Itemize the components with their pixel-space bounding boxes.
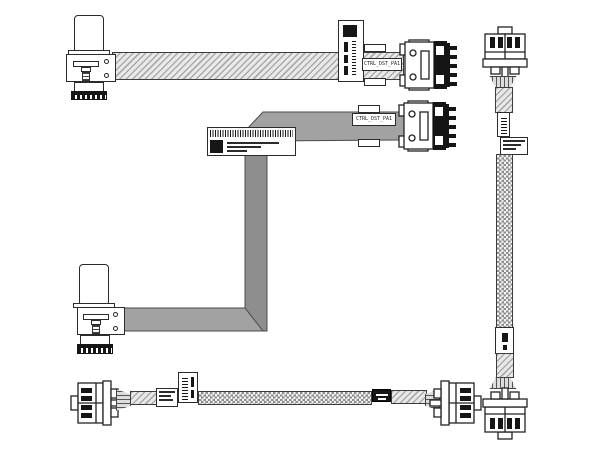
slimsas-connector-middle	[398, 100, 457, 152]
pull-handle	[79, 264, 109, 306]
screw-hole	[104, 73, 109, 78]
connector-teeth	[77, 347, 113, 354]
power-connector-right	[428, 380, 482, 426]
cable-braided-sleeve	[198, 391, 372, 405]
cable-braided-sleeve	[496, 154, 513, 328]
thumbscrew-head	[73, 61, 99, 67]
tape-wrap	[358, 139, 380, 147]
flag-label	[500, 137, 528, 155]
cable-top-port-label: CTRL_DST_PA1	[362, 58, 402, 71]
cable-sleeve-hatched	[496, 353, 514, 378]
qr-code-icon	[210, 140, 223, 153]
power-connector-bottom	[482, 386, 528, 440]
flag-label-vertical	[178, 372, 198, 403]
cable-sleeve-hatched	[495, 87, 513, 113]
tape-wrap	[364, 78, 386, 86]
thumbscrew-thread	[82, 72, 90, 81]
thumbscrew-head	[83, 314, 109, 320]
bracket-plate	[77, 307, 125, 335]
barcode-icon	[182, 376, 188, 400]
wrap-label	[156, 388, 178, 407]
cable-sleeve-hatched	[130, 391, 157, 405]
screw-hole	[113, 326, 118, 331]
screw-hole	[104, 59, 109, 64]
power-connector-top	[482, 26, 528, 79]
tape-wrap	[364, 44, 386, 52]
wrap-barcode-label	[497, 112, 510, 137]
pull-handle	[74, 15, 104, 55]
cable-middle-flag-label	[207, 127, 296, 156]
screw-hole	[113, 312, 118, 317]
qr-code-icon	[343, 25, 357, 37]
barcode-icon	[352, 41, 356, 75]
barcode-icon	[344, 42, 348, 52]
cable-sleeve-hatched	[391, 390, 427, 404]
barcode-icon	[210, 130, 293, 137]
slimsas-connector-top	[399, 39, 458, 91]
wrap-label-dark	[372, 389, 391, 402]
barcode-icon	[501, 116, 507, 134]
bracket-plate	[66, 54, 116, 82]
cable-top-wrap-label	[338, 20, 364, 82]
wrap-label	[495, 327, 514, 354]
connector-teeth	[71, 94, 107, 100]
cable-middle-port-label: CTRL_DST_PA1	[352, 113, 396, 126]
tape-wrap	[358, 105, 380, 113]
thumbscrew-thread	[92, 325, 100, 334]
power-connector-left	[70, 380, 124, 426]
